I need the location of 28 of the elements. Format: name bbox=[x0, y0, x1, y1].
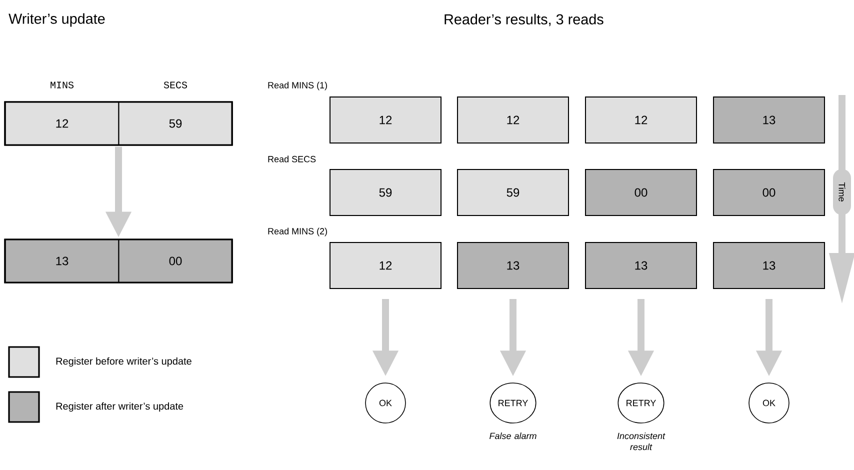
heading: Writer’s update bbox=[8, 13, 105, 27]
legend-label: Register before writer’s update bbox=[56, 357, 192, 367]
row-label: Read MINS (2) bbox=[268, 228, 327, 236]
legend-label: Register after writer’s update bbox=[56, 402, 184, 412]
result-note: False alarm bbox=[490, 432, 536, 440]
register-cell: 13 bbox=[585, 242, 697, 289]
register-cell: 12 bbox=[4, 102, 120, 146]
register-cell: 59 bbox=[457, 169, 569, 216]
register-cell: 12 bbox=[330, 96, 442, 144]
row-label: Read SECS bbox=[268, 156, 316, 162]
register-cell: 13 bbox=[713, 242, 825, 289]
register-cell: 00 bbox=[585, 169, 697, 216]
register-cell: 12 bbox=[585, 96, 697, 144]
column-header: MINS bbox=[50, 82, 74, 88]
register-cell: 59 bbox=[118, 102, 233, 146]
register-cell: 13 bbox=[713, 96, 825, 144]
register-cell: 00 bbox=[713, 169, 825, 216]
time-label: Time bbox=[833, 169, 851, 215]
result-note: Inconsistent result bbox=[617, 432, 666, 450]
register-cell: 12 bbox=[457, 96, 569, 144]
heading: Reader’s results, 3 reads bbox=[444, 14, 604, 26]
register-cell: 13 bbox=[4, 239, 120, 283]
register-cell: 12 bbox=[330, 242, 442, 289]
row-label: Read MINS (1) bbox=[268, 82, 327, 90]
column-header: SECS bbox=[164, 82, 187, 88]
register-cell: 00 bbox=[118, 239, 233, 283]
register-cell: 13 bbox=[457, 242, 569, 289]
register-cell: 59 bbox=[330, 169, 442, 216]
